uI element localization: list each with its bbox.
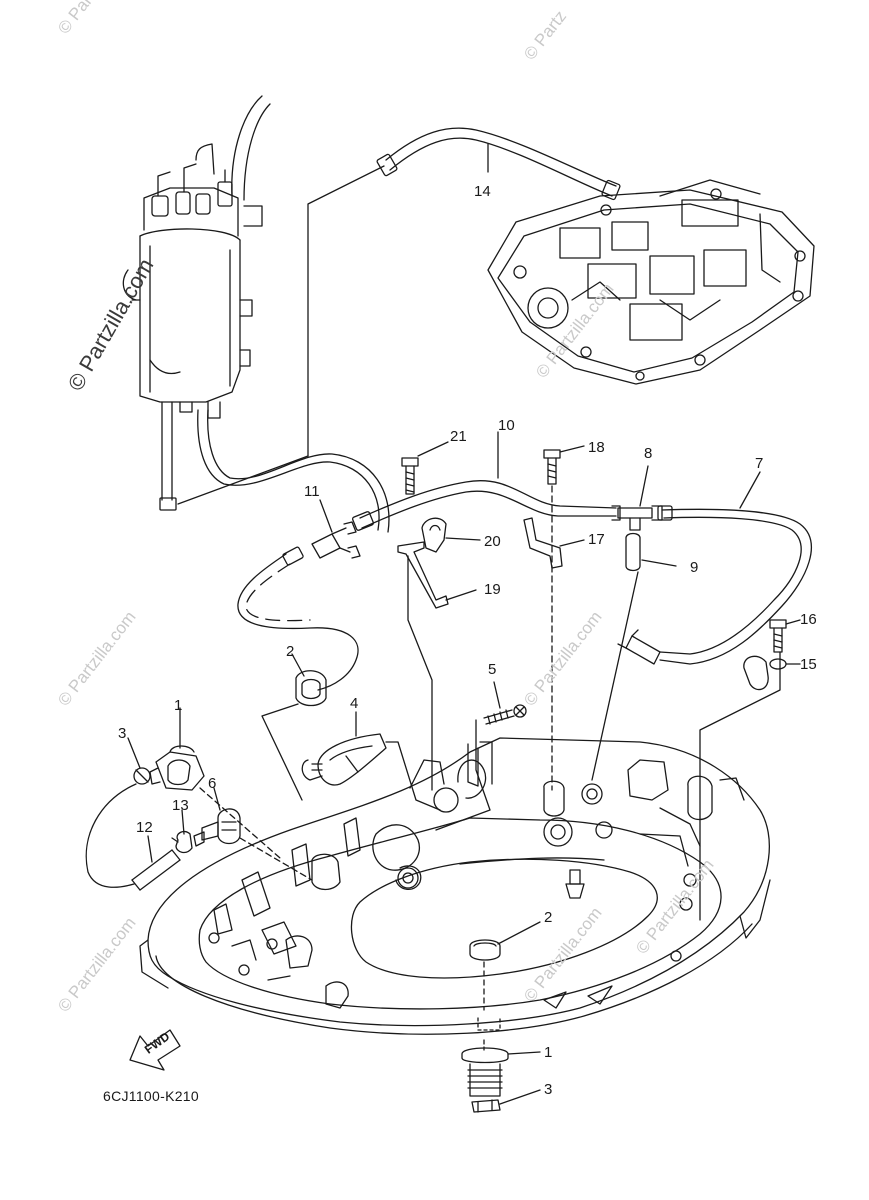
callout-1-lower[interactable]: 1 xyxy=(544,1044,553,1061)
clip-3-left xyxy=(133,767,151,785)
clip-13 xyxy=(171,830,193,854)
callout-3-left[interactable]: 3 xyxy=(118,725,127,742)
bolt-21 xyxy=(401,457,419,495)
callout-6[interactable]: 6 xyxy=(208,775,217,792)
leader-bolt16-drop xyxy=(699,651,781,921)
hose-to-grommet xyxy=(237,546,359,691)
hose-loop-left xyxy=(85,783,137,888)
leader-grommet-drop xyxy=(261,703,303,801)
exhaust-guide-plate xyxy=(487,179,815,385)
callout-18[interactable]: 18 xyxy=(588,439,605,456)
leader-2-upper xyxy=(291,653,305,677)
leader-11 xyxy=(319,499,333,533)
leader-6 xyxy=(213,787,221,811)
diagram-code: 6CJ1100-K210 xyxy=(103,1088,199,1104)
callout-2-upper[interactable]: 2 xyxy=(286,643,295,660)
leader-19 xyxy=(445,589,477,601)
leader-18 xyxy=(559,445,585,453)
grommet-1-left xyxy=(149,745,205,791)
callout-16[interactable]: 16 xyxy=(800,611,817,628)
callout-14[interactable]: 14 xyxy=(474,183,491,200)
callout-21[interactable]: 21 xyxy=(450,428,467,445)
seal-1-lower xyxy=(461,1047,509,1097)
callout-9[interactable]: 9 xyxy=(690,559,699,576)
hose-10 xyxy=(351,480,617,531)
leader-separator-fitting xyxy=(177,455,309,505)
callout-17[interactable]: 17 xyxy=(588,531,605,548)
hose-12 xyxy=(131,849,181,891)
hose-14 xyxy=(376,127,621,201)
bottom-cowling xyxy=(139,737,771,1035)
leader-5 xyxy=(493,681,501,709)
callout-1-left[interactable]: 1 xyxy=(174,697,183,714)
fwd-arrow-icon xyxy=(129,1029,181,1071)
leader-3-lower xyxy=(499,1089,541,1105)
grommet-2-lower xyxy=(469,939,501,961)
callout-10[interactable]: 10 xyxy=(498,417,515,434)
leader-seal-drop xyxy=(385,741,441,811)
callout-11[interactable]: 11 xyxy=(304,483,320,500)
leader-tube9-drop xyxy=(591,571,639,781)
tube-9 xyxy=(625,532,641,572)
clip-3-lower xyxy=(471,1099,501,1113)
callout-3-lower[interactable]: 3 xyxy=(544,1081,553,1098)
bracket-19 xyxy=(397,541,449,609)
bolt-16 xyxy=(769,619,787,653)
leader-grommet1-drop xyxy=(199,787,281,859)
seal-4 xyxy=(301,733,387,786)
leader-8 xyxy=(639,465,649,507)
joint-8 xyxy=(611,505,663,531)
bracket-17 xyxy=(523,517,563,569)
leader-5-drop xyxy=(435,719,491,831)
callout-4[interactable]: 4 xyxy=(350,695,359,712)
leader-20 xyxy=(445,537,481,541)
leader-17 xyxy=(559,539,585,547)
leader-16 xyxy=(785,619,801,625)
clamp-20 xyxy=(421,517,447,553)
callout-8[interactable]: 8 xyxy=(644,445,653,462)
callout-7[interactable]: 7 xyxy=(755,455,764,472)
joint-11 xyxy=(311,521,361,559)
leader-2-lower xyxy=(497,921,541,945)
callout-2-lower[interactable]: 2 xyxy=(544,909,553,926)
leader-separator-to-14 xyxy=(307,165,385,457)
leader-bracket19-drop xyxy=(407,555,433,791)
hose-7 xyxy=(657,505,812,665)
leader-12 xyxy=(147,835,153,863)
leader-13 xyxy=(181,809,185,835)
callout-20[interactable]: 20 xyxy=(484,533,501,550)
leader-7 xyxy=(739,471,761,509)
vapor-separator-assembly xyxy=(122,95,390,533)
grommet-2-upper xyxy=(295,670,327,707)
leader-9 xyxy=(641,559,677,567)
leader-1-lower xyxy=(507,1051,541,1055)
callout-13[interactable]: 13 xyxy=(172,797,189,814)
callout-5[interactable]: 5 xyxy=(488,661,497,678)
callout-15[interactable]: 15 xyxy=(800,656,817,673)
leader-21 xyxy=(417,441,449,457)
callout-12[interactable]: 12 xyxy=(136,819,153,836)
callout-19[interactable]: 19 xyxy=(484,581,501,598)
bolt-18 xyxy=(543,449,561,485)
fitting-6 xyxy=(193,808,241,847)
screw-5 xyxy=(483,704,527,725)
leader-3-left xyxy=(127,737,141,769)
